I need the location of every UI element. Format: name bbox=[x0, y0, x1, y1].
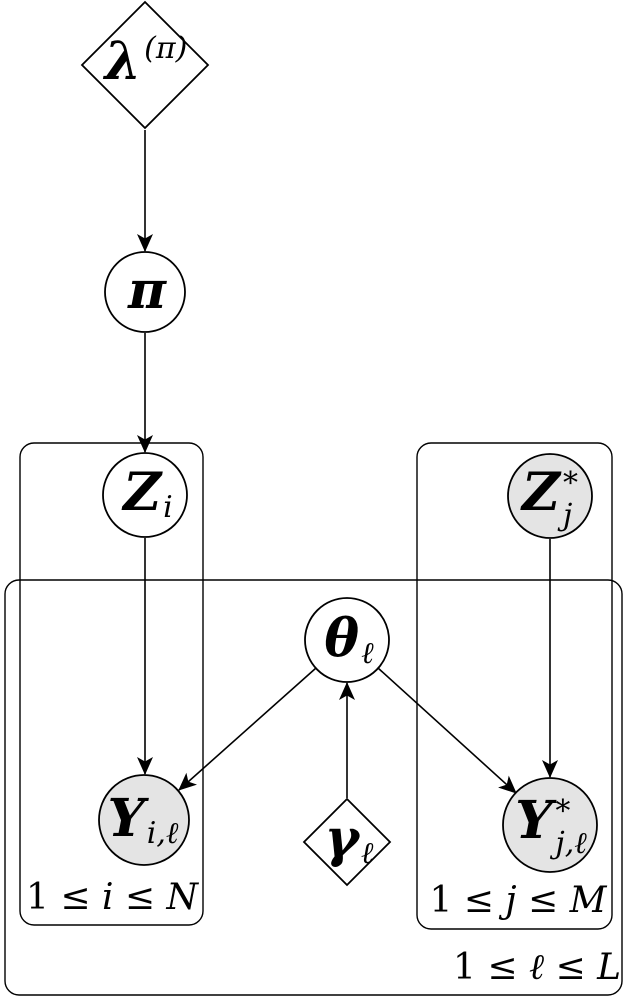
gamma-l-node bbox=[302, 797, 392, 887]
theta-l-sub: ℓ bbox=[361, 636, 374, 671]
lambda-pi-main: λ bbox=[104, 31, 142, 92]
plate-l-label: 1 ≤ ℓ ≤ L bbox=[453, 950, 621, 986]
plate-i-label-p0: 1 ≤ bbox=[25, 877, 102, 918]
plate-j-label: 1 ≤ j ≤ M bbox=[429, 883, 606, 919]
gamma-l-main: γ bbox=[324, 808, 359, 869]
y-star-jl-sup: * bbox=[555, 794, 571, 829]
plate-j bbox=[416, 442, 613, 930]
plate-l-label-v1: L bbox=[597, 947, 621, 988]
lambda-pi-sup: (π) bbox=[144, 31, 188, 66]
lambda-pi-node bbox=[80, 0, 210, 130]
z-i-main: Z bbox=[123, 462, 162, 523]
pi-node bbox=[104, 251, 186, 333]
z-star-j-sub: j bbox=[562, 498, 573, 533]
z-star-j-supsub: * j bbox=[562, 466, 578, 531]
z-star-j-sup: * bbox=[562, 466, 578, 501]
plate-i-label-v1: N bbox=[166, 877, 199, 918]
plate-l-label-v0: ℓ bbox=[529, 947, 544, 988]
theta-l-main: θ bbox=[324, 608, 360, 669]
z-star-j-label: Z * j bbox=[522, 462, 578, 531]
y-il-sub: i,ℓ bbox=[146, 816, 179, 851]
theta-l-node bbox=[304, 597, 390, 683]
edge-theta-to-yil bbox=[178, 667, 317, 791]
plate-j-label-v1: M bbox=[569, 880, 607, 921]
plate-i-label: 1 ≤ i ≤ N bbox=[26, 880, 198, 916]
z-star-j-node bbox=[507, 453, 593, 539]
y-star-jl-label: Y * j,ℓ bbox=[515, 790, 586, 859]
z-star-j-main: Z bbox=[522, 462, 560, 523]
pi-label: π bbox=[128, 265, 166, 317]
y-il-main: Y bbox=[107, 788, 145, 849]
z-i-sub: i bbox=[163, 490, 173, 525]
y-star-jl-main: Y bbox=[515, 790, 553, 851]
theta-l-label: θ ℓ bbox=[324, 608, 373, 669]
plate-j-label-p1: ≤ bbox=[516, 880, 570, 921]
plate-l-label-p1: ≤ bbox=[544, 947, 598, 988]
y-star-jl-sub: j,ℓ bbox=[555, 826, 587, 861]
gamma-l-sub: ℓ bbox=[360, 836, 374, 871]
plate-l bbox=[4, 579, 623, 996]
z-i-label: Z i bbox=[123, 462, 173, 523]
y-il-label: Y i,ℓ bbox=[107, 788, 179, 849]
plate-i-label-p1: ≤ bbox=[113, 877, 167, 918]
y-star-jl-node bbox=[502, 777, 598, 873]
y-il-node bbox=[98, 774, 190, 866]
plate-j-label-v0: j bbox=[505, 880, 517, 921]
plate-i-label-v0: i bbox=[101, 877, 114, 918]
pi-main: π bbox=[127, 260, 167, 321]
lambda-pi-label: λ (π) bbox=[104, 31, 188, 92]
y-star-jl-supsub: * j,ℓ bbox=[555, 794, 586, 859]
gamma-l-label: γ ℓ bbox=[324, 808, 374, 869]
plate-j-label-p0: 1 ≤ bbox=[429, 880, 506, 921]
plate-l-label-p0: 1 ≤ bbox=[453, 947, 529, 988]
edge-theta-to-ystarjl bbox=[377, 667, 517, 794]
plate-i bbox=[19, 442, 204, 926]
z-i-node bbox=[102, 452, 188, 538]
